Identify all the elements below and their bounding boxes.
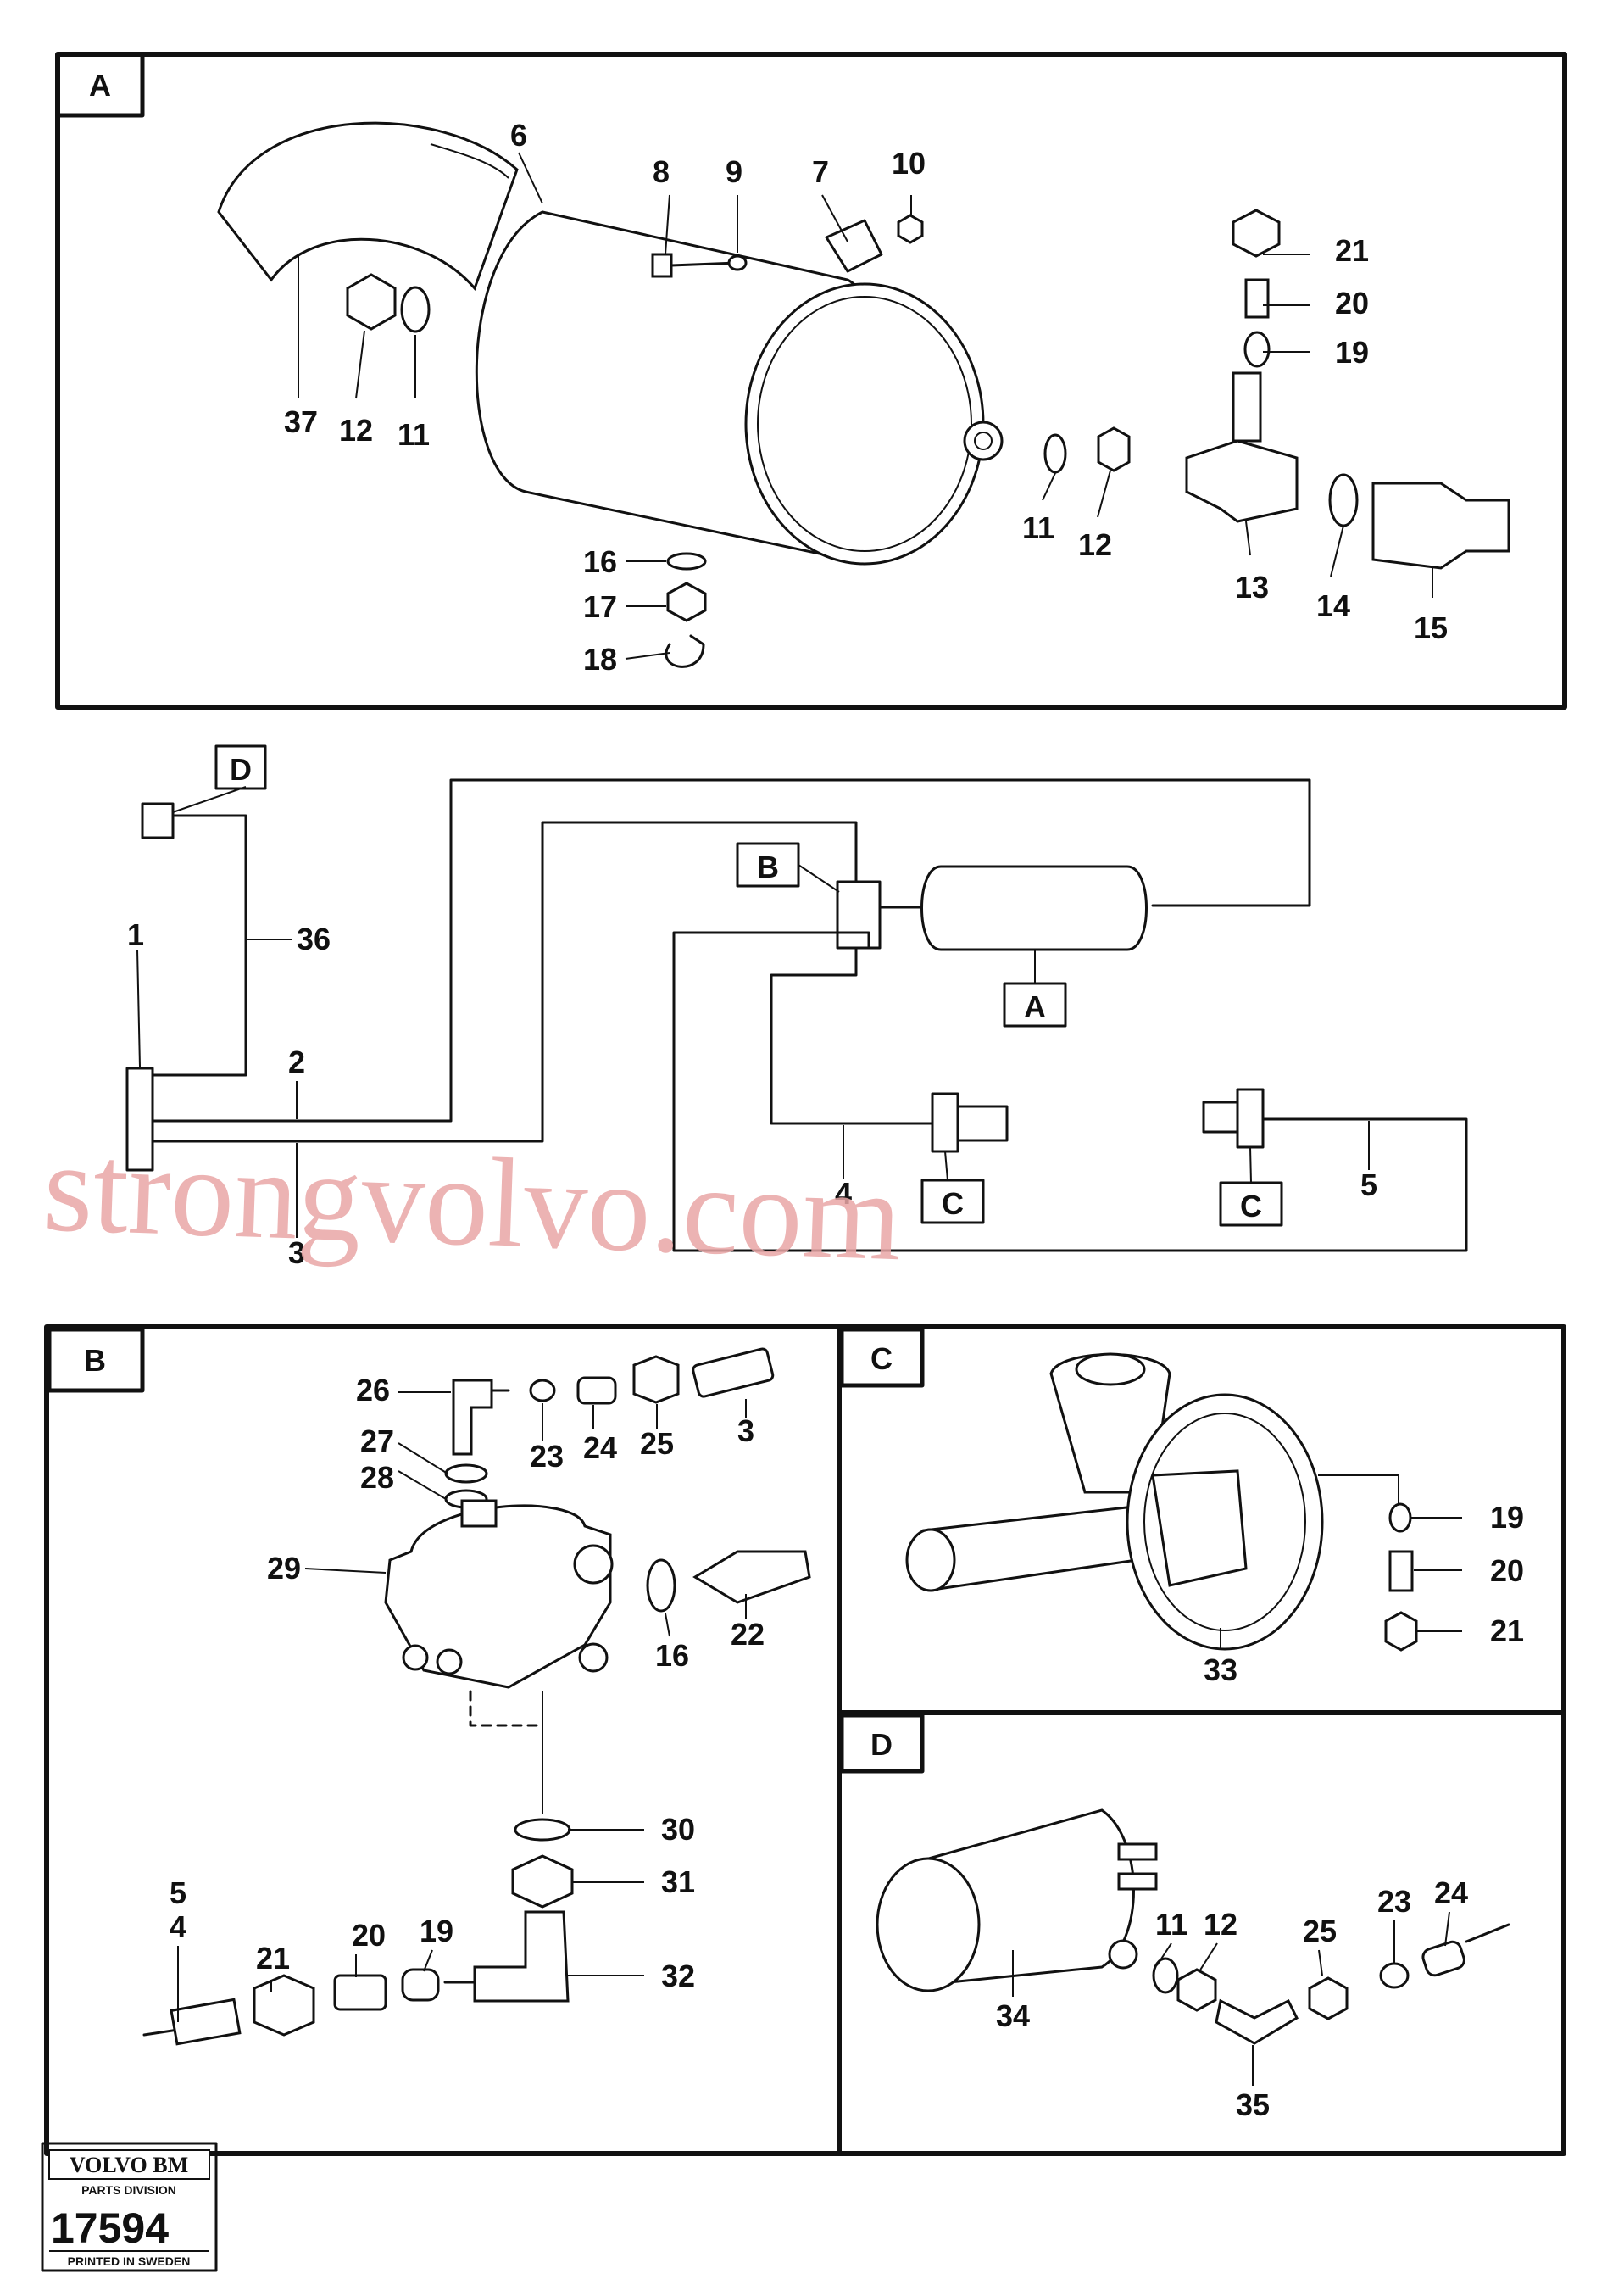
tag-c1: C [942,1186,964,1221]
callout-20c: 20 [1490,1553,1524,1588]
stamp-brand: VOLVO BM [70,2153,188,2177]
elbow-fitting [473,1910,570,2003]
callout-29: 29 [267,1551,301,1585]
callout-24d: 24 [1434,1875,1468,1910]
callout-17: 17 [583,589,617,624]
callout-23: 23 [530,1439,564,1474]
callout-11d: 11 [1155,1907,1187,1942]
callout-30: 30 [661,1812,695,1847]
callout-35: 35 [1236,2087,1270,2122]
callout-19c: 19 [1490,1500,1524,1535]
callout-15: 15 [1414,610,1448,645]
schematic: D 1 36 2 3 B A C 4 [125,744,1468,1270]
callout-21: 21 [1335,233,1369,268]
tee-fitting [1185,439,1299,523]
tag-c2: C [1240,1189,1262,1223]
tank-cover [217,121,519,291]
panel-d-letter: D [870,1727,893,1762]
callout-31: 31 [661,1864,695,1899]
callout-32: 32 [661,1959,695,1993]
panel-a-letter: A [89,68,111,103]
callout-1: 1 [127,917,144,952]
callout-36: 36 [297,922,331,956]
callout-18: 18 [583,642,617,677]
stamp-division: PARTS DIVISION [81,2183,176,2197]
panel-a: A [55,52,1567,710]
callout-21c: 21 [1490,1613,1524,1648]
stamp-number: 17594 [51,2204,169,2252]
callout-2: 2 [288,1045,305,1079]
callout-14: 14 [1316,588,1350,623]
callout-10: 10 [892,146,926,181]
panel-b-letter: B [84,1343,106,1378]
panel-b: B [44,1324,1566,2156]
panel-d: D 11 12 25 23 24 34 35 [839,1713,1510,2122]
callout-7: 7 [812,154,829,189]
callout-22: 22 [731,1617,765,1652]
component-1 [125,1067,154,1172]
callout-19: 19 [1335,335,1369,370]
callout-3b: 3 [737,1413,754,1448]
callout-3: 3 [288,1235,305,1270]
callout-12d: 12 [1204,1907,1237,1942]
tag-a: A [1024,989,1046,1024]
panel-c: C 19 20 21 33 [839,1327,1524,1687]
callout-28: 28 [360,1460,394,1495]
callout-21b: 21 [256,1941,290,1976]
callout-5b: 5 [170,1875,186,1910]
panel-c-letter: C [870,1341,893,1376]
callout-16: 16 [583,544,617,579]
callout-25: 25 [640,1426,674,1461]
callout-19b: 19 [420,1914,453,1948]
callout-20b: 20 [352,1918,386,1953]
callout-34: 34 [996,1998,1030,2033]
watermark: strongvolvo.com [42,1117,904,1287]
callout-23d: 23 [1377,1884,1411,1919]
callout-27: 27 [360,1424,394,1458]
callout-33: 33 [1204,1652,1237,1687]
callout-6: 6 [510,118,527,153]
callout-9: 9 [726,154,742,189]
pressure-valve [384,1504,612,1689]
callout-20: 20 [1335,286,1369,320]
tag-b: B [757,850,779,884]
stamp-printed: PRINTED IN SWEDEN [68,2254,191,2268]
callout-37: 37 [284,404,318,439]
coupling [1371,482,1510,570]
callout-13: 13 [1235,570,1269,605]
callout-12b: 12 [1078,527,1112,562]
callout-8: 8 [653,154,670,189]
callout-4: 4 [835,1176,852,1211]
callout-12: 12 [339,413,373,448]
callout-11: 11 [398,417,430,452]
volvo-stamp: VOLVO BM PARTS DIVISION 17594 PRINTED IN… [41,2142,218,2272]
valve-b [836,880,882,950]
callout-11b: 11 [1022,510,1054,545]
tank-symbol [920,865,1148,951]
callout-26: 26 [356,1373,390,1407]
tag-d: D [230,752,252,787]
callout-25d: 25 [1303,1914,1337,1948]
callout-24: 24 [583,1430,617,1465]
callout-4b: 4 [170,1909,186,1944]
callout-5: 5 [1360,1168,1377,1202]
callout-16b: 16 [655,1638,689,1673]
